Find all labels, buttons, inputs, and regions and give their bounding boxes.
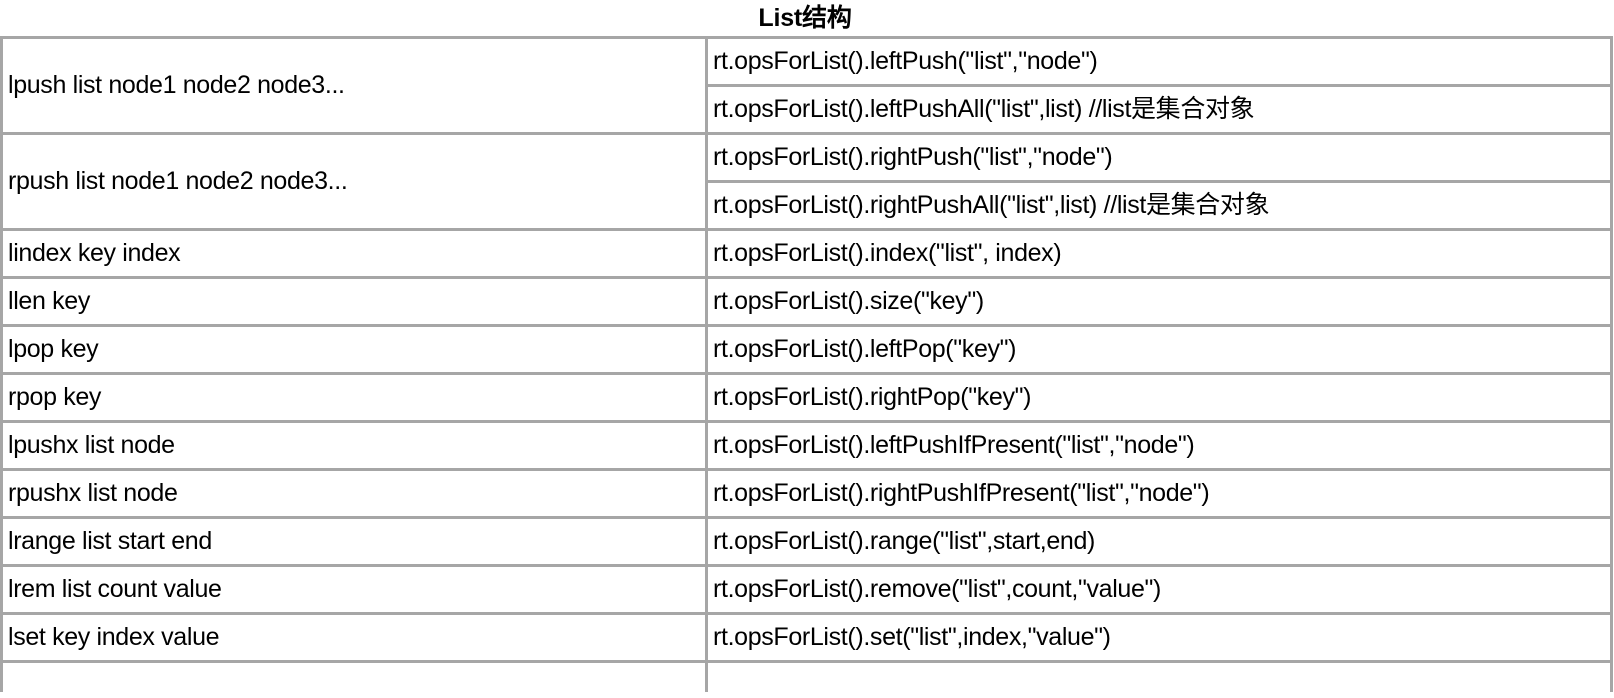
api-cell: rt.opsForList().rightPop("key") <box>706 373 1613 423</box>
api-cell: rt.opsForList().remove("list",count,"val… <box>706 565 1613 615</box>
command-cell: lpop key <box>0 325 708 375</box>
api-cell: rt.opsForList().index("list", index) <box>706 229 1613 279</box>
api-cell: rt.opsForList().size("key") <box>706 277 1613 327</box>
command-cell: rpush list node1 node2 node3... <box>0 133 708 231</box>
command-cell: lrange list start end <box>0 517 708 567</box>
command-cell: rpushx list node <box>0 469 708 519</box>
table-row: rt.opsForList().leftPushAll("list",list)… <box>2 85 1613 135</box>
api-cell: rt.opsForList().leftPop("key") <box>706 325 1613 375</box>
command-cell <box>0 661 708 692</box>
command-cell: rpop key <box>0 373 708 423</box>
api-cell: rt.opsForList().set("list",index,"value"… <box>706 613 1613 663</box>
command-cell: lpush list node1 node2 node3... <box>0 37 708 135</box>
page-title: List结构 <box>758 4 852 32</box>
api-cell: rt.opsForList().rightPush("list","node") <box>706 133 1613 183</box>
table-row: rpush list node1 node2 node3...rt.opsFor… <box>0 133 1613 231</box>
command-cell: lpushx list node <box>0 421 708 471</box>
command-cell: lrem list count value <box>0 565 708 615</box>
table-body: lpush list node1 node2 node3...rt.opsFor… <box>0 37 1613 692</box>
api-cell: rt.opsForList().leftPush("list","node") <box>706 37 1613 87</box>
command-cell: lset key index value <box>0 613 708 663</box>
command-cell: llen key <box>0 277 708 327</box>
api-cell: rt.opsForList().rightPushAll("list",list… <box>706 181 1613 231</box>
api-cell: rt.opsForList().rightPushIfPresent("list… <box>706 469 1613 519</box>
redis-list-command-table: lpush list node1 node2 node3...rt.opsFor… <box>0 36 1613 692</box>
command-cell: lindex key index <box>0 229 708 279</box>
api-cell <box>706 661 1613 692</box>
api-cell: rt.opsForList().range("list",start,end) <box>706 517 1613 567</box>
api-cell: rt.opsForList().leftPushIfPresent("list"… <box>706 421 1613 471</box>
api-cell: rt.opsForList().leftPushAll("list",list)… <box>706 85 1613 135</box>
table-row: lpush list node1 node2 node3...rt.opsFor… <box>0 37 1613 135</box>
table-row: rt.opsForList().rightPushAll("list",list… <box>2 181 1613 231</box>
table-row <box>0 661 1613 692</box>
